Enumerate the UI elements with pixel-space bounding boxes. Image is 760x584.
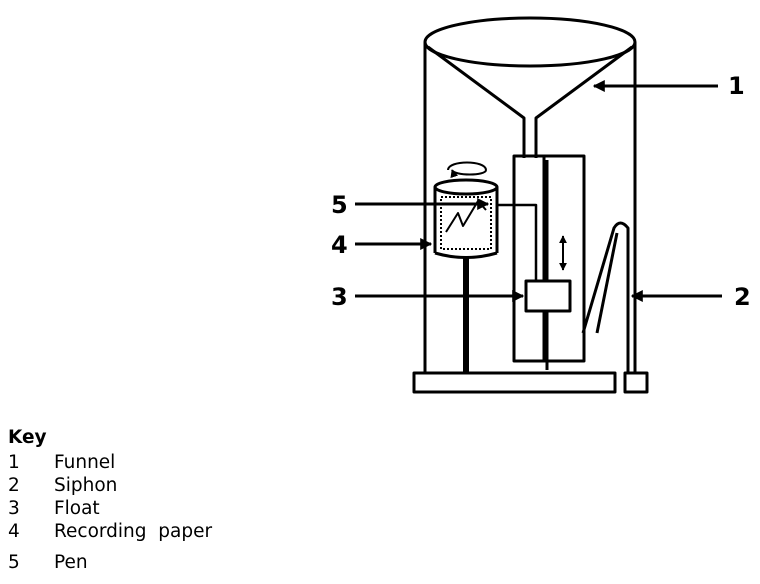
recording-paper [440, 196, 492, 250]
callout-2: 2 [734, 283, 751, 311]
base-plate [412, 371, 617, 394]
key-item: 1 Funnel [8, 451, 212, 474]
key-item-number: 3 [8, 498, 20, 519]
pen-arm [498, 203, 538, 281]
siphon [581, 221, 630, 373]
key-item-number: 5 [8, 552, 20, 573]
key-item-number: 4 [8, 521, 20, 542]
key-item-label: Float [54, 498, 100, 519]
siphon-outlet [623, 371, 649, 394]
float [524, 279, 572, 313]
key-item-label: Siphon [54, 475, 118, 496]
drum-bottom [434, 251, 498, 259]
key-item: 2 Siphon [8, 474, 212, 497]
drum-top [433, 178, 499, 196]
key-item-number: 2 [8, 475, 20, 496]
key-item: 3 Float [8, 497, 212, 520]
key-item: 5 Pen [8, 551, 212, 574]
rain-gauge-diagram: 1 2 3 4 5 [331, 16, 751, 394]
key-item-label: Recording paper [54, 521, 213, 542]
rotation-arrow-icon [447, 161, 488, 179]
key-legend: Key 1 Funnel 2 Siphon 3 Float 4 Recordin… [8, 426, 212, 574]
key-title: Key [8, 427, 47, 448]
pen-trace [445, 200, 487, 233]
callout-4: 4 [331, 231, 348, 259]
key-item: 4 Recording paper [8, 520, 212, 543]
chamber-side-tube [542, 154, 586, 363]
float-chamber [512, 154, 546, 363]
callout-5: 5 [331, 191, 348, 219]
key-item-label: Funnel [54, 452, 116, 473]
key-item-number: 1 [8, 452, 20, 473]
callout-1: 1 [728, 72, 745, 100]
callout-3: 3 [331, 283, 348, 311]
funnel [427, 45, 633, 158]
key-item-label: Pen [54, 552, 88, 573]
cylinder-top-rim [423, 16, 637, 68]
